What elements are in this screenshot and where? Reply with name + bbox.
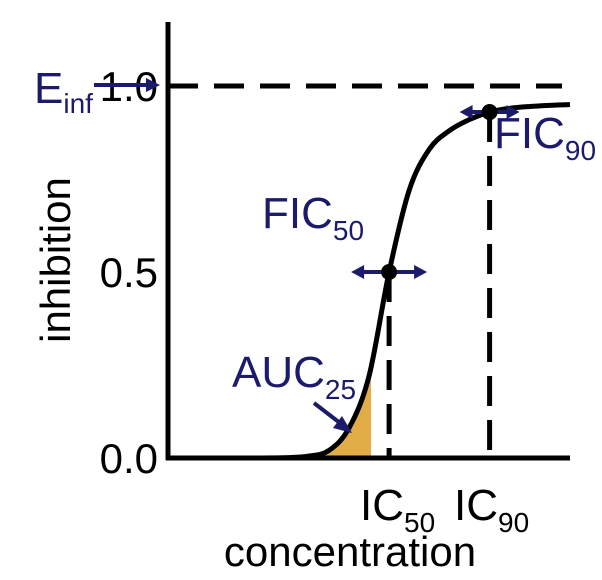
y-axis-label: inhibition xyxy=(32,177,79,343)
auc-25-label: AUC25 xyxy=(232,348,356,405)
ic-90-tick-label: IC90 xyxy=(454,481,529,538)
auc-arrow xyxy=(312,401,342,425)
fic-50-label: FIC50 xyxy=(262,189,364,246)
auc-annotation: AUC25 xyxy=(232,348,356,433)
auc-arrowhead xyxy=(333,416,352,433)
ic-50-tick-label: IC50 xyxy=(360,481,435,538)
fic-90-label: FIC90 xyxy=(494,109,596,166)
fic-90-arrowhead-left xyxy=(459,105,473,120)
fic-50-arrowhead-left xyxy=(351,265,365,279)
fic-90-point xyxy=(481,104,498,121)
e-inf-arrowhead xyxy=(146,78,160,92)
y-tick-label-1: 0.5 xyxy=(100,249,158,296)
fic-90-arrowhead-right xyxy=(506,105,520,120)
e-inf-annotation: Einf xyxy=(34,64,160,119)
fic-50-arrowhead-right xyxy=(414,265,428,279)
fic-50-point xyxy=(381,264,398,280)
auc-25-shaded-area xyxy=(300,365,372,458)
y-tick-label-0: 0.0 xyxy=(100,435,158,482)
x-axis-label: concentration xyxy=(224,528,476,575)
e-inf-label: Einf xyxy=(34,64,93,119)
ic-dashed-lines xyxy=(386,112,493,458)
y-tick-labels: 0.00.51.0 xyxy=(100,63,158,482)
